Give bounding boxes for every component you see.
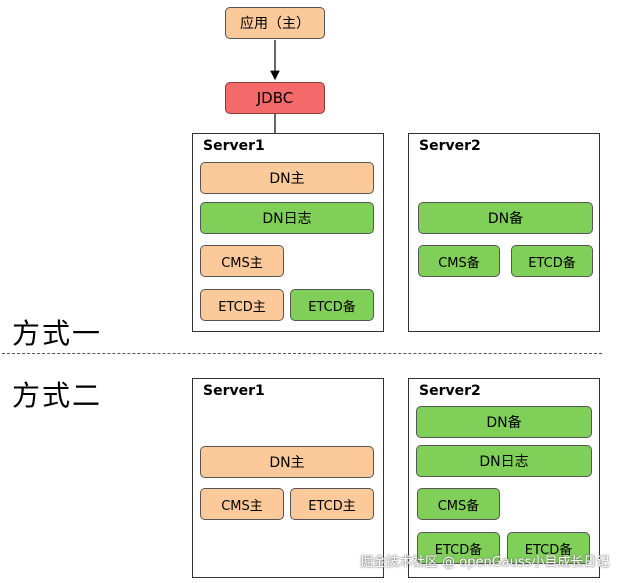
method1-server2-dn-standby-label: DN备: [487, 211, 524, 227]
section-divider: [2, 353, 602, 354]
method2-cms-primary: CMS主: [200, 488, 284, 520]
method1-server2-cms-standby-label: CMS备: [438, 255, 480, 271]
method1-server1-label: Server1: [203, 138, 265, 154]
method2-server2-dn-standby: DN备: [416, 406, 592, 438]
method2-server2-cms-standby-label: CMS备: [437, 498, 480, 514]
method2-server1-label: Server1: [203, 383, 265, 399]
watermark-text: 掘金技术社区 @ openGauss小目成长日记: [360, 555, 610, 570]
method1-server2-etcd-standby: ETCD备: [511, 245, 593, 277]
method1-etcd-primary: ETCD主: [200, 289, 284, 321]
method1-server2-etcd-standby-label: ETCD备: [528, 255, 576, 271]
method1-cms-primary-label: CMS主: [221, 255, 263, 271]
app-primary-node: 应用（主）: [225, 7, 325, 39]
method2-server2-etcd-standby-1: ETCD备: [417, 532, 500, 564]
method2-server2-etcd-standby-2-label: ETCD备: [524, 542, 573, 558]
method2-etcd-primary-label: ETCD主: [308, 498, 356, 514]
method2-server2-dn-standby-label: DN备: [486, 415, 522, 431]
method2-cms-primary-label: CMS主: [221, 498, 263, 514]
method2-dn-primary-label: DN主: [269, 455, 305, 471]
method1-dn-primary: DN主: [200, 162, 374, 194]
method1-server2-dn-standby: DN备: [418, 202, 593, 234]
method2-server2-etcd-standby-2: ETCD备: [507, 532, 590, 564]
method2-server1: Server1: [192, 378, 384, 578]
method2-server2-dn-log: DN日志: [416, 445, 592, 477]
method2-server2-etcd-standby-1-label: ETCD备: [434, 542, 483, 558]
method1-dn-log-label: DN日志: [262, 211, 312, 227]
method1-etcd-standby: ETCD备: [290, 289, 374, 321]
app-primary-label: 应用（主）: [240, 16, 310, 32]
method2-title: 方式二: [12, 379, 103, 412]
method2-server2-label: Server2: [419, 383, 481, 399]
jdbc-label: JDBC: [256, 89, 294, 107]
method1-dn-primary-label: DN主: [269, 171, 305, 187]
jdbc-node: JDBC: [225, 82, 325, 114]
method1-dn-log: DN日志: [200, 202, 374, 234]
method1-cms-primary: CMS主: [200, 245, 284, 277]
method2-server2-dn-log-label: DN日志: [479, 454, 529, 470]
method1-etcd-standby-label: ETCD备: [308, 299, 356, 315]
method1-title: 方式一: [12, 317, 103, 350]
method1-server2-label: Server2: [419, 138, 481, 154]
method1-etcd-primary-label: ETCD主: [218, 299, 266, 315]
method1-server2-cms-standby: CMS备: [418, 245, 500, 277]
method2-etcd-primary: ETCD主: [290, 488, 374, 520]
method2-server2-cms-standby: CMS备: [417, 488, 500, 520]
method2-dn-primary: DN主: [200, 446, 374, 478]
